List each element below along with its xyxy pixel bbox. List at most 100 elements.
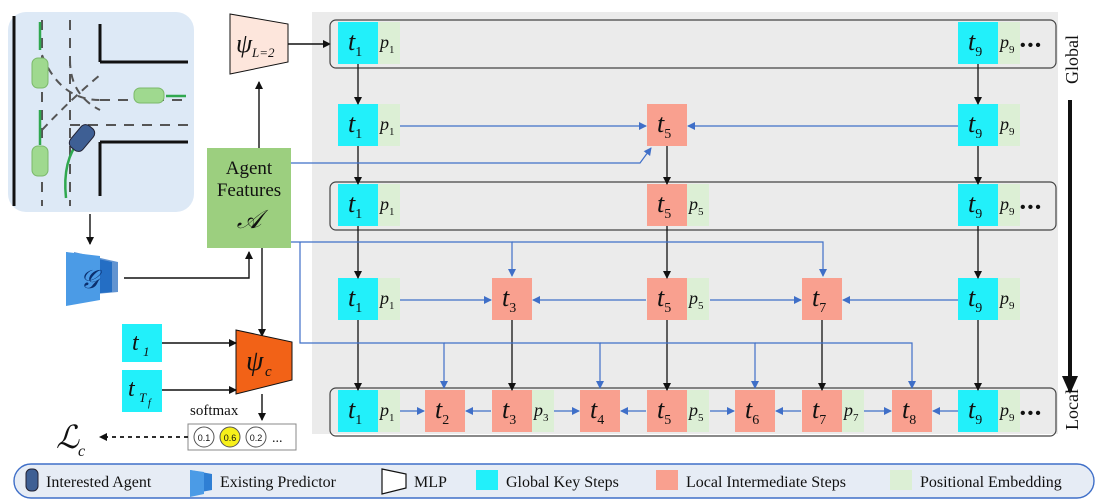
token-box bbox=[958, 390, 998, 432]
token-box bbox=[338, 184, 378, 226]
token-box bbox=[802, 390, 842, 432]
tTf-input-subsub: f bbox=[148, 398, 152, 409]
interested-agent-icon bbox=[25, 468, 39, 492]
token-box bbox=[580, 390, 620, 432]
pos-embed-box bbox=[687, 184, 709, 226]
token-arrows bbox=[291, 64, 982, 415]
pos-embed-box bbox=[378, 104, 400, 146]
token-box bbox=[958, 184, 998, 226]
token-t5-row1: t5 bbox=[647, 104, 687, 146]
pos-embed-box bbox=[532, 390, 554, 432]
feat-to-t7 bbox=[512, 241, 827, 277]
global-swatch bbox=[476, 470, 498, 490]
token-t8-row4: t8 bbox=[892, 390, 932, 432]
probability-box: 0.1 0.6 0.2 ... bbox=[187, 423, 297, 451]
t1-input-token: t 1 bbox=[122, 324, 162, 362]
pos-embed-box bbox=[998, 390, 1020, 432]
token-box bbox=[958, 22, 998, 64]
agent-features-box: Agent Features 𝒜 bbox=[207, 148, 291, 248]
token-box bbox=[338, 390, 378, 432]
row-frame-2 bbox=[329, 181, 1057, 231]
token-box bbox=[892, 390, 932, 432]
existing-predictor: 𝒢 bbox=[66, 252, 118, 306]
token-t7-row3: t7 bbox=[802, 278, 842, 320]
prob-2: 0.2 bbox=[250, 433, 263, 443]
token-box bbox=[802, 278, 842, 320]
pos-embed-box bbox=[378, 184, 400, 226]
token-box bbox=[492, 278, 532, 320]
legend-label-4: Local Intermediate Steps bbox=[686, 474, 846, 491]
pos-embed-box bbox=[378, 22, 400, 64]
psi-top-symbol: ψ bbox=[236, 29, 253, 58]
mlp-psi-c: ψ c bbox=[235, 329, 293, 395]
token-box bbox=[338, 278, 378, 320]
legend-label-2: MLP bbox=[414, 474, 447, 491]
feat-to-t2 bbox=[299, 242, 448, 389]
psi-top-subscript: L=2 bbox=[251, 45, 275, 60]
existing-predictor-icon bbox=[190, 470, 212, 497]
agent-features-line2: Features bbox=[217, 180, 281, 201]
token-box bbox=[647, 390, 687, 432]
scene-map bbox=[8, 12, 194, 212]
pos-embed-box bbox=[998, 104, 1020, 146]
interested-agent-icon bbox=[68, 124, 96, 152]
token-box bbox=[735, 390, 775, 432]
feat-to-t5-row1 bbox=[291, 147, 652, 164]
row-ellipsis: ••• bbox=[1020, 405, 1043, 422]
token-t3-row3: t3 bbox=[492, 278, 532, 320]
pos-swatch bbox=[890, 470, 912, 490]
token-box bbox=[492, 390, 532, 432]
pos-embed-box bbox=[378, 278, 400, 320]
pos-embed-box bbox=[998, 22, 1020, 64]
local-swatch bbox=[656, 470, 678, 490]
row-frame-4 bbox=[329, 387, 1057, 437]
tTf-input-sym: t bbox=[128, 376, 136, 402]
token-t2-row4: t2 bbox=[425, 390, 465, 432]
t1-input-sub: 1 bbox=[143, 344, 150, 359]
token-box bbox=[647, 104, 687, 146]
mlp-psi-top: ψ L=2 bbox=[229, 13, 289, 75]
t1-input-sym: t bbox=[132, 330, 140, 356]
legend-label-5: Positional Embedding bbox=[920, 474, 1062, 491]
legend-label-1: Existing Predictor bbox=[220, 474, 337, 491]
row-ellipsis: ••• bbox=[1020, 37, 1043, 54]
global-side-label: Global bbox=[1062, 35, 1082, 84]
token-box bbox=[958, 104, 998, 146]
token-box bbox=[958, 278, 998, 320]
local-side-label: Local bbox=[1062, 389, 1082, 430]
loss-label: ℒ c bbox=[56, 419, 85, 460]
legend-label-3: Global Key Steps bbox=[506, 474, 619, 491]
loss-subscript: c bbox=[78, 443, 85, 460]
psi-c-symbol: ψ bbox=[246, 346, 264, 377]
tTf-input-token: t T f bbox=[122, 370, 162, 412]
prob-more: ... bbox=[272, 431, 283, 446]
pos-embed-box bbox=[687, 390, 709, 432]
pos-embed-box bbox=[842, 390, 864, 432]
pos-embed-box bbox=[998, 184, 1020, 226]
token-box bbox=[338, 22, 378, 64]
tTf-input-sub: T bbox=[139, 390, 147, 405]
pos-embed-box bbox=[687, 278, 709, 320]
token-box bbox=[338, 104, 378, 146]
token-box bbox=[647, 278, 687, 320]
predictor-symbol: 𝒢 bbox=[80, 265, 103, 294]
psi-c-subscript: c bbox=[265, 364, 272, 380]
token-box bbox=[425, 390, 465, 432]
token-box bbox=[647, 184, 687, 226]
